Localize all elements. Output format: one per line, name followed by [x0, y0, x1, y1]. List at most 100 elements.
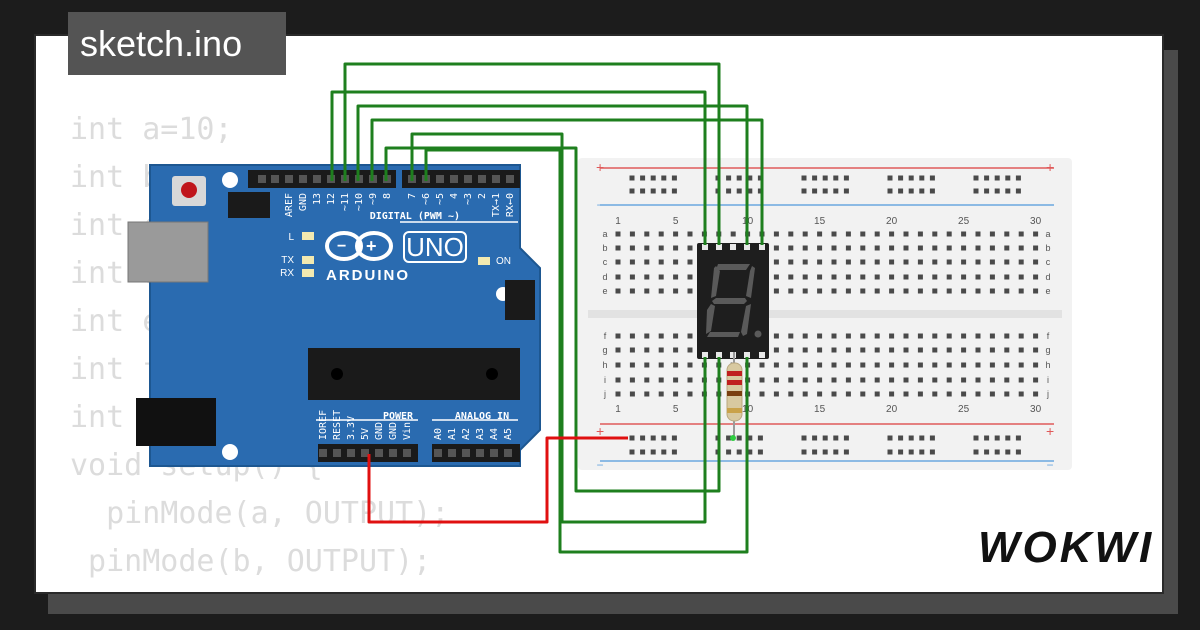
breadboard[interactable]: + + + +: [578, 158, 1072, 470]
arduino-uno-board[interactable]: − + UNO ARDUINO DIGITAL (PWM ~) POWER AN…: [127, 164, 541, 467]
breadboard-hole: [903, 391, 909, 397]
rail-hole: [929, 175, 935, 181]
breadboard-hole: [802, 274, 808, 280]
breadboard-hole: [802, 231, 808, 237]
breadboard-hole: [831, 347, 837, 353]
wire-d8[interactable]: [410, 132, 707, 524]
icsp-header-2: [505, 280, 535, 320]
wire-d13[interactable]: [330, 90, 707, 245]
row-letter: d: [1045, 272, 1050, 282]
breadboard-hole: [615, 231, 621, 237]
breadboard-hole: [989, 362, 995, 368]
digital-pin-label: 12: [326, 193, 337, 205]
analog-pin-label: A3: [475, 428, 486, 440]
breadboard-hole: [1018, 333, 1024, 339]
breadboard-hole: [903, 377, 909, 383]
breadboard-hole: [1004, 347, 1010, 353]
display-pin: [716, 244, 722, 250]
rail-hole: [650, 449, 656, 455]
digital-pin-label: ~6: [421, 193, 432, 205]
breadboard-channel: [588, 310, 1062, 318]
wire-d11[interactable]: [356, 104, 749, 245]
wire-d10[interactable]: [370, 118, 764, 245]
breadboard-hole: [615, 274, 621, 280]
seven-segment-display[interactable]: [697, 243, 769, 359]
breadboard-hole: [1033, 362, 1039, 368]
resistor[interactable]: [726, 352, 743, 441]
breadboard-hole: [1033, 245, 1039, 251]
breadboard-hole: [845, 288, 851, 294]
breadboard-hole: [917, 362, 923, 368]
svg-text:+: +: [366, 236, 377, 256]
breadboard-hole: [788, 347, 794, 353]
rail-hole: [898, 435, 904, 441]
rail-hole: [843, 435, 849, 441]
breadboard-hole: [845, 362, 851, 368]
rail-hole: [929, 449, 935, 455]
power-pin-label: GND: [388, 422, 399, 440]
breadboard-hole: [1033, 347, 1039, 353]
wire-d9[interactable]: [384, 146, 721, 493]
led-tx: [302, 256, 314, 264]
breadboard-hole: [629, 274, 635, 280]
header-socket: [319, 449, 327, 457]
rail-hole: [726, 175, 732, 181]
breadboard-hole: [615, 245, 621, 251]
breadboard-hole: [1004, 377, 1010, 383]
column-number: 15: [814, 404, 826, 415]
wire-5v-power[interactable]: [367, 436, 628, 524]
rail-hole: [650, 175, 656, 181]
rail-hole: [898, 449, 904, 455]
analog-header-label: ANALOG IN: [455, 411, 509, 422]
rail-hole: [887, 435, 893, 441]
breadboard-hole: [802, 288, 808, 294]
breadboard-hole: [989, 288, 995, 294]
breadboard-hole: [903, 362, 909, 368]
rail-hole: [747, 449, 753, 455]
resistor-band: [727, 371, 742, 376]
breadboard-hole: [658, 288, 664, 294]
reset-button-cap[interactable]: [181, 182, 197, 198]
rail-hole: [661, 435, 667, 441]
led-rx: [302, 269, 314, 277]
breadboard-hole: [831, 377, 837, 383]
breadboard-hole: [961, 259, 967, 265]
header-socket: [478, 175, 486, 183]
breadboard-hole: [932, 231, 938, 237]
breadboard-hole: [874, 231, 880, 237]
breadboard-hole: [989, 259, 995, 265]
header-socket: [506, 175, 514, 183]
breadboard-hole: [615, 377, 621, 383]
rail-hole: [757, 449, 763, 455]
rail-hole: [898, 175, 904, 181]
rail-hole: [640, 449, 646, 455]
breadboard-hole: [1004, 362, 1010, 368]
row-letter: i: [1047, 375, 1049, 385]
header-socket: [347, 449, 355, 457]
row-letter: f: [1047, 331, 1050, 341]
breadboard-hole: [860, 347, 866, 353]
rail-hole: [1005, 435, 1011, 441]
digital-pin-label: 2: [477, 193, 488, 199]
row-letter: b: [602, 243, 607, 253]
breadboard-hole: [903, 231, 909, 237]
breadboard-hole: [831, 245, 837, 251]
wire-d7[interactable]: [424, 148, 749, 554]
rail-hole: [671, 175, 677, 181]
breadboard-hole: [629, 245, 635, 251]
arduino-logo: − +: [325, 231, 393, 261]
resistor-band: [727, 380, 742, 385]
breadboard-hole: [989, 391, 995, 397]
display-pin: [759, 244, 765, 250]
resistor-band: [727, 391, 742, 396]
rail-hole: [640, 435, 646, 441]
breadboard-hole: [644, 362, 650, 368]
digital-header-right: [402, 170, 520, 188]
wire-d12[interactable]: [343, 62, 721, 245]
row-letter: c: [1046, 257, 1051, 267]
breadboard-hole: [687, 333, 693, 339]
breadboard-hole: [961, 245, 967, 251]
breadboard-hole: [629, 391, 635, 397]
rail-hole: [650, 188, 656, 194]
breadboard-hole: [788, 362, 794, 368]
